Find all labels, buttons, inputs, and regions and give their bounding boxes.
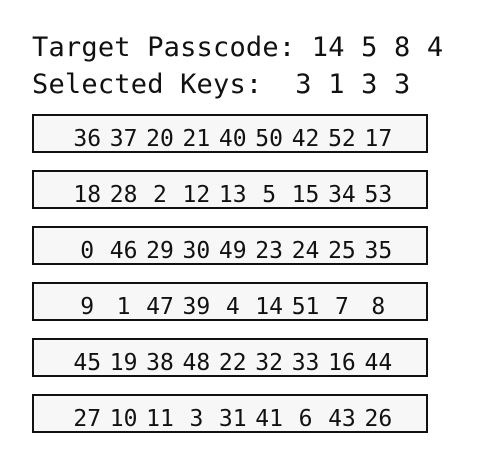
key[interactable]: 29 [146,237,174,264]
key[interactable]: 42 [291,125,320,152]
key[interactable]: 48 [182,349,211,376]
key[interactable]: 5 [262,181,277,208]
key[interactable]: 7 [335,293,349,320]
key[interactable]: 38 [146,349,174,376]
key[interactable]: 46 [109,237,138,264]
key[interactable]: 16 [328,349,356,376]
key[interactable]: 47 [146,293,174,320]
key[interactable]: 8 [371,293,386,320]
key[interactable]: 44 [364,349,393,376]
key[interactable]: 45 [73,349,102,376]
key[interactable]: 34 [328,181,356,208]
key[interactable]: 20 [146,125,174,152]
key[interactable]: 18 [73,181,102,208]
key[interactable]: 52 [328,125,356,152]
key[interactable]: 19 [109,349,138,376]
key[interactable]: 28 [109,181,138,208]
key[interactable]: 13 [218,181,247,208]
selected-keys-label: Selected Keys: 3 1 3 3 [32,69,411,100]
key[interactable]: 39 [182,293,211,320]
key[interactable]: 0 [80,237,95,264]
key[interactable]: 3 [189,405,204,432]
key[interactable]: 32 [255,349,283,376]
key[interactable]: 4 [225,293,240,320]
key[interactable]: 27 [73,405,102,432]
key[interactable]: 41 [255,405,283,432]
key[interactable]: 25 [328,237,356,264]
key[interactable]: 14 [255,293,283,320]
key[interactable]: 43 [328,405,356,432]
key-row-1[interactable]: 36 37 20 21 40 50 42 52 17 [32,114,428,153]
key[interactable]: 36 [73,125,102,152]
key[interactable]: 6 [298,405,313,432]
key[interactable]: 21 [182,125,211,152]
key[interactable]: 26 [364,405,393,432]
key[interactable]: 10 [109,405,138,432]
key-row-2[interactable]: 18 28 2 12 13 5 15 34 53 [32,170,428,209]
key[interactable]: 35 [364,237,393,264]
key[interactable]: 37 [109,125,138,152]
key[interactable]: 53 [364,181,393,208]
key[interactable]: 40 [218,125,247,152]
key[interactable]: 9 [80,293,95,320]
keypad: 36 37 20 21 40 50 42 52 17 18 28 2 12 13… [32,114,428,450]
key[interactable]: 2 [153,181,167,208]
key-row-3[interactable]: 0 46 29 30 49 23 24 25 35 [32,226,428,265]
key[interactable]: 51 [291,293,320,320]
key[interactable]: 15 [291,181,320,208]
key-row-4[interactable]: 9 1 47 39 4 14 51 7 8 [32,282,428,321]
key[interactable]: 30 [182,237,211,264]
key[interactable]: 33 [291,349,320,376]
key[interactable]: 17 [364,125,393,152]
key[interactable]: 31 [218,405,247,432]
key-row-5[interactable]: 45 19 38 48 22 32 33 16 44 [32,338,428,377]
target-passcode-label: Target Passcode: 14 5 8 4 [32,32,444,63]
key[interactable]: 24 [291,237,320,264]
key[interactable]: 23 [255,237,283,264]
key[interactable]: 22 [218,349,247,376]
key[interactable]: 49 [218,237,247,264]
key[interactable]: 11 [146,405,174,432]
key[interactable]: 1 [116,293,131,320]
key-row-6[interactable]: 27 10 11 3 31 41 6 43 26 [32,394,428,433]
key[interactable]: 12 [182,181,211,208]
key[interactable]: 50 [255,125,283,152]
